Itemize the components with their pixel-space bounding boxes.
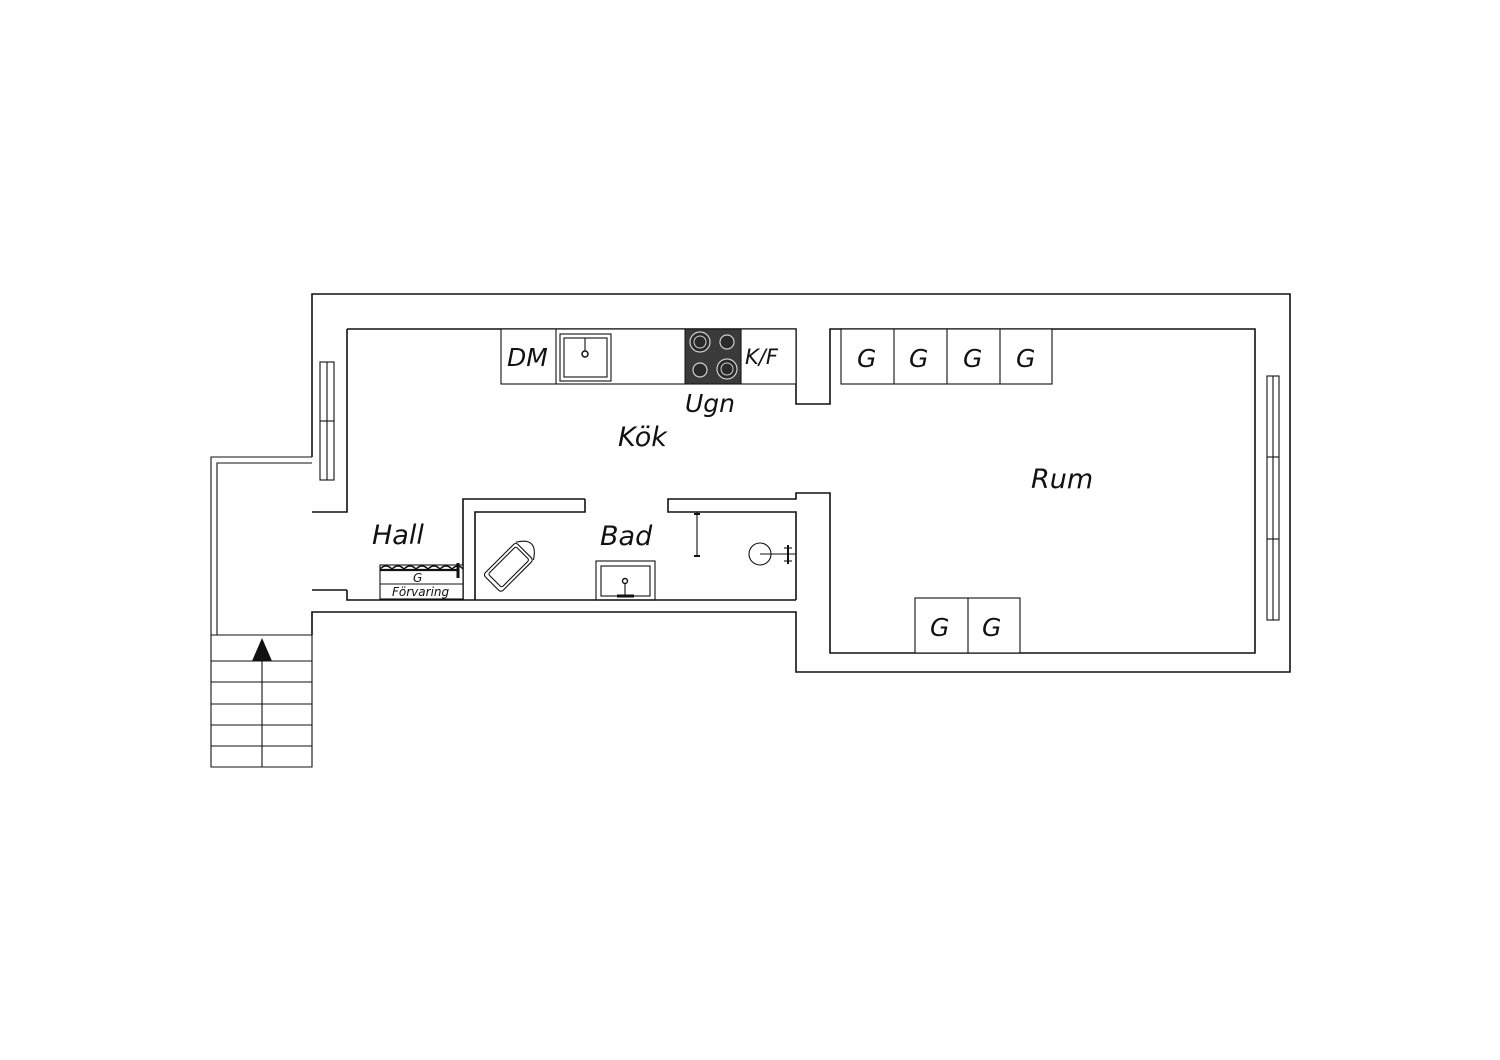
wardrobe-label: G bbox=[857, 344, 876, 373]
sink-icon bbox=[559, 333, 612, 382]
entrance-landing bbox=[210, 456, 313, 768]
room-label-rum: Rum bbox=[1031, 464, 1093, 495]
fridge-freezer-label: K/F bbox=[745, 345, 779, 369]
toilet-icon bbox=[483, 540, 535, 592]
hall-wardrobe-label: G bbox=[413, 571, 422, 585]
room-label-bad: Bad bbox=[600, 521, 653, 552]
up-arrow-icon bbox=[252, 638, 272, 661]
wardrobe-label: G bbox=[930, 613, 949, 642]
window-right bbox=[1266, 375, 1280, 621]
window-left bbox=[319, 361, 335, 481]
room-label-kok: Kök bbox=[618, 422, 668, 453]
washbasin-icon bbox=[595, 560, 656, 601]
oven-label: Ugn bbox=[685, 389, 735, 418]
wardrobe-label: G bbox=[1016, 344, 1035, 373]
storage-label: Förvaring bbox=[392, 585, 450, 599]
stairs bbox=[211, 660, 312, 767]
dishwasher-label: DM bbox=[507, 343, 548, 372]
wardrobe-label: G bbox=[909, 344, 928, 373]
wardrobe-row-top bbox=[840, 328, 1053, 385]
room-label-hall: Hall bbox=[372, 520, 424, 551]
wardrobe-label: G bbox=[982, 613, 1001, 642]
wardrobe-row-bottom bbox=[914, 597, 1021, 654]
wardrobe-label: G bbox=[963, 344, 982, 373]
stove-icon bbox=[684, 328, 742, 385]
exterior-walls bbox=[311, 293, 1291, 673]
shower-icon bbox=[694, 512, 796, 566]
hall-storage bbox=[379, 563, 464, 600]
